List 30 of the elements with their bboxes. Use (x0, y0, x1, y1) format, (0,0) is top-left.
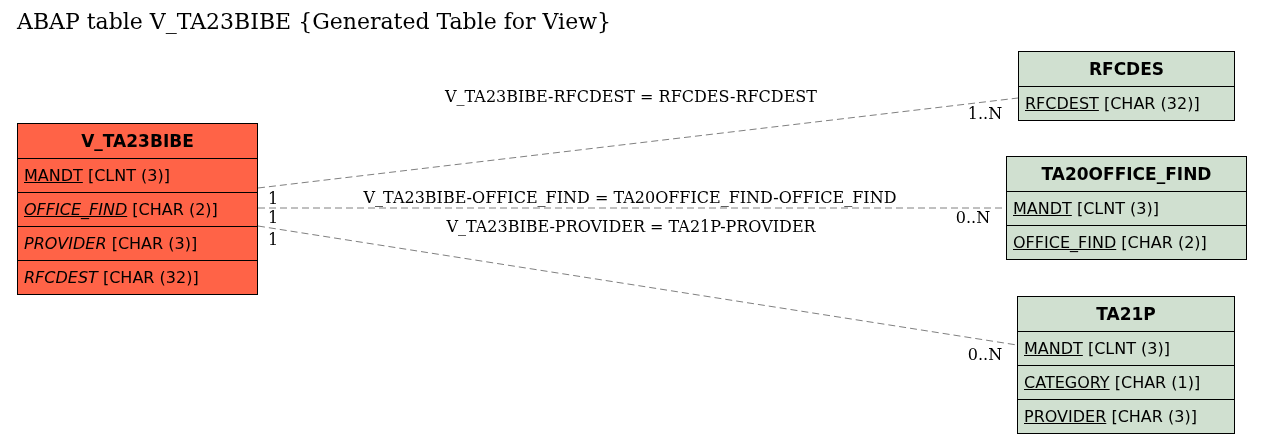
table-field: RFCDEST [CHAR (32)] (1019, 86, 1234, 120)
entity-table (1006, 156, 1247, 260)
table-name: TA20OFFICE_FIND (1041, 164, 1212, 184)
relation-line (257, 225, 1018, 346)
table-field: MANDT [CLNT (3)] (18, 158, 257, 192)
table-field: MANDT [CLNT (3)] (1007, 191, 1246, 225)
edge-label: V_TA23BIBE-OFFICE_FIND = TA20OFFICE_FIND-OFFICE_FIND (363, 188, 897, 206)
entity-table (1018, 51, 1235, 121)
table-field: OFFICE_FIND [CHAR (2)] (18, 192, 257, 226)
edge-label: V_TA23BIBE-RFCDEST = RFCDES-RFCDEST (445, 87, 817, 105)
cardinality-label: 0..N (955, 208, 991, 226)
table-field: CATEGORY [CHAR (1)] (1018, 365, 1234, 399)
table-field: RFCDEST [CHAR (32)] (18, 260, 257, 294)
cardinality-label: 0..N (967, 345, 1003, 363)
cardinality-label: 1 (267, 208, 279, 226)
table-field: MANDT [CLNT (3)] (1018, 331, 1234, 365)
table-name: V_TA23BIBE (81, 131, 194, 151)
entity-table (1017, 296, 1235, 434)
cardinality-label: 1..N (967, 104, 1003, 122)
table-name: RFCDES (1088, 59, 1165, 79)
table-field: OFFICE_FIND [CHAR (2)] (1007, 225, 1246, 259)
relation-line (257, 97, 1019, 189)
cardinality-label: 1 (267, 230, 279, 248)
table-name: TA21P (1096, 304, 1156, 324)
table-field: PROVIDER [CHAR (3)] (1018, 399, 1234, 433)
diagram-title: ABAP table V_TA23BIBE {Generated Table for View} (17, 9, 611, 35)
table-field: PROVIDER [CHAR (3)] (18, 226, 257, 260)
entity-table (17, 123, 258, 295)
cardinality-label: 1 (267, 189, 279, 207)
edge-label: V_TA23BIBE-PROVIDER = TA21P-PROVIDER (446, 217, 816, 235)
